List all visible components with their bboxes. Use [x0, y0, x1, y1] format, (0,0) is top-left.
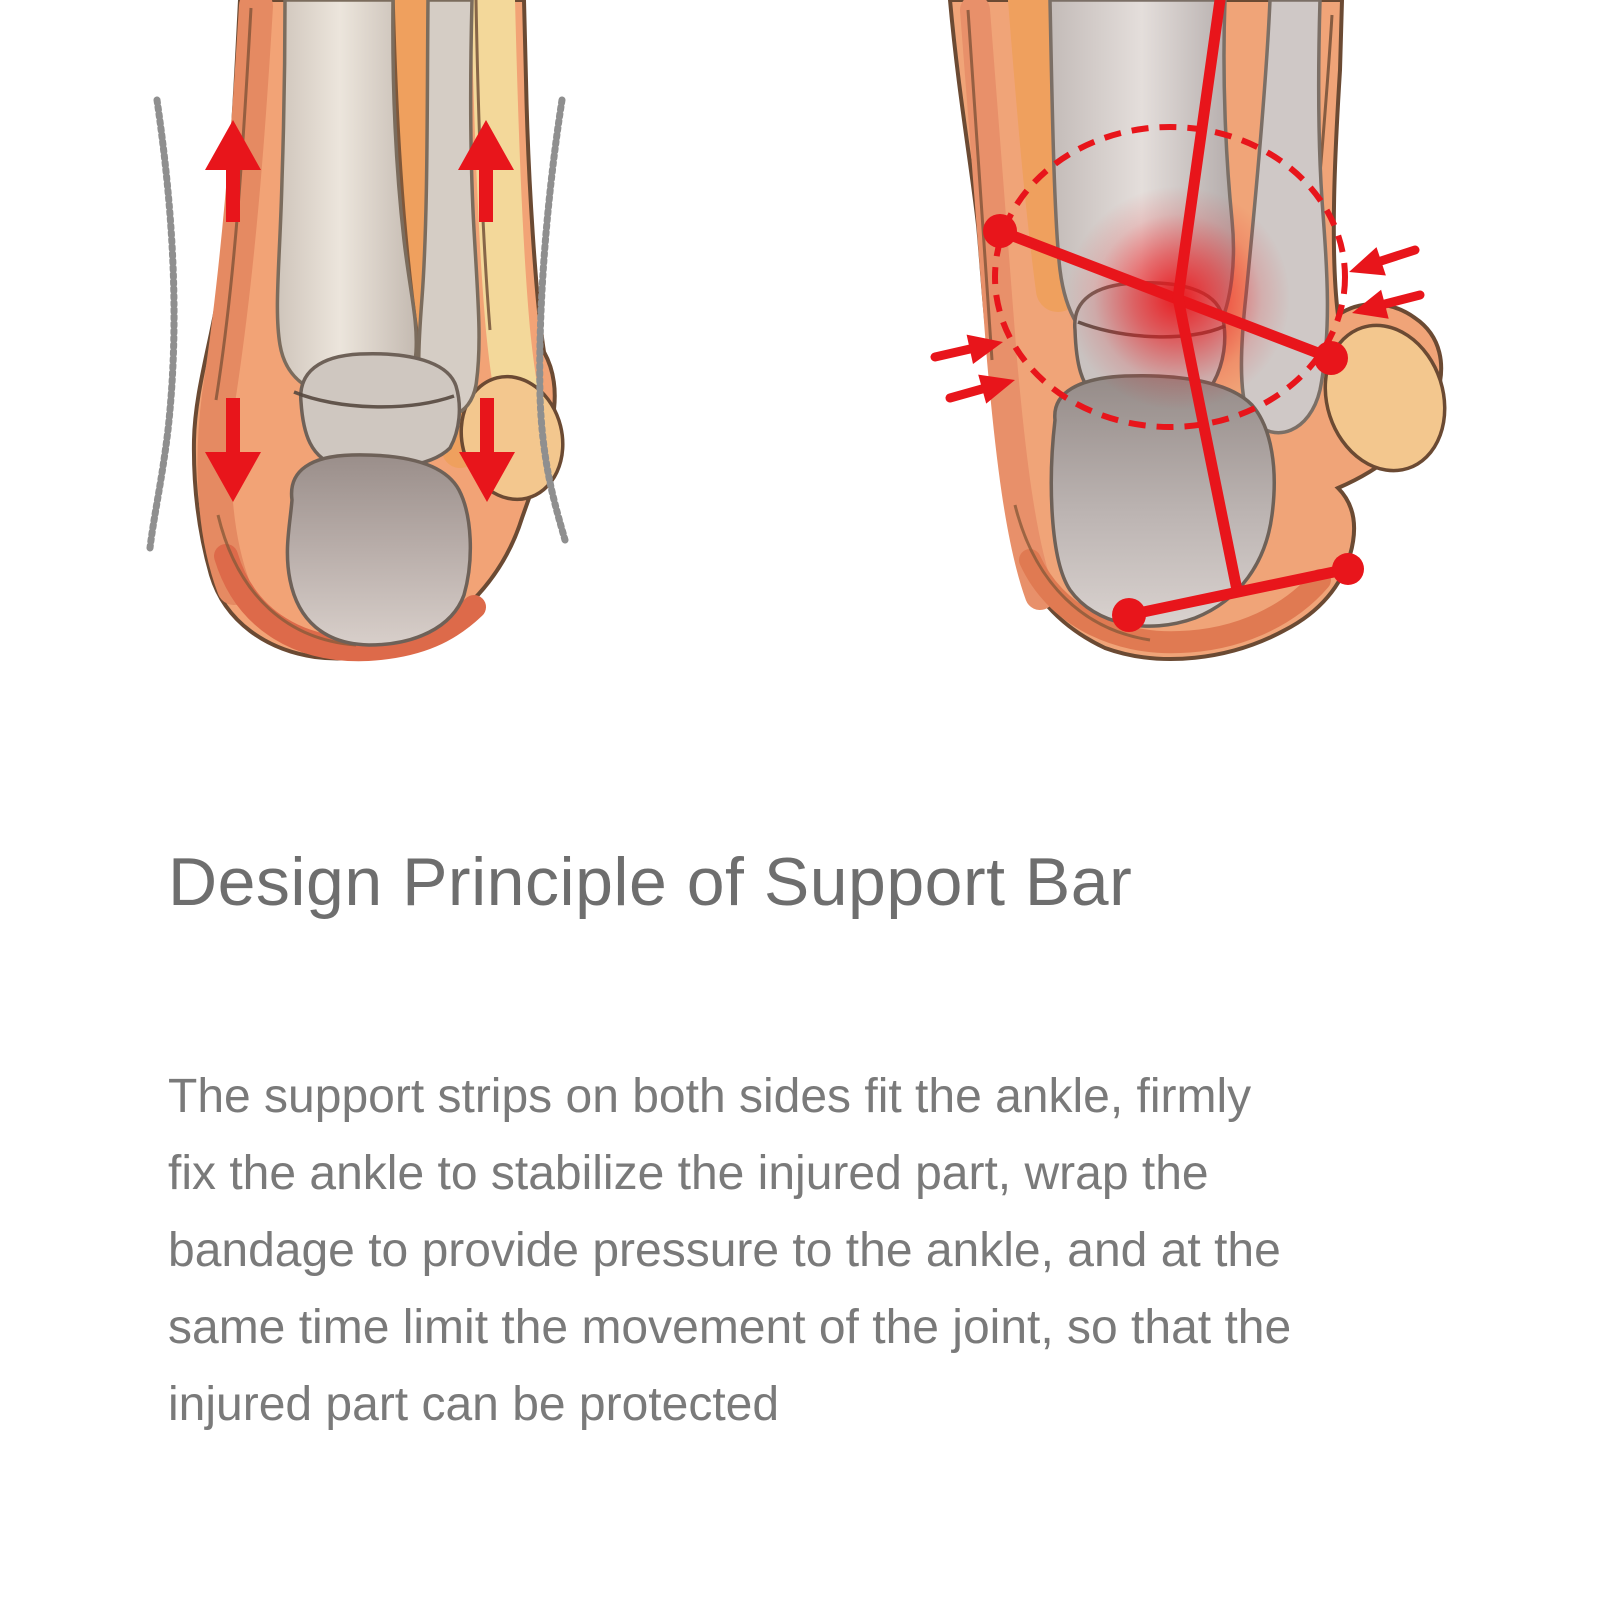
- up-arrow-icon: [458, 120, 514, 222]
- left-calcaneus-bone: [285, 453, 473, 647]
- force-arrows: [205, 120, 515, 502]
- page-title: Design Principle of Support Bar: [168, 844, 1133, 920]
- alignment-dot: [1314, 341, 1348, 375]
- left-fibula-bone: [416, 0, 481, 418]
- left-skin-shading: [197, 0, 273, 605]
- alignment-line: [1172, 0, 1243, 596]
- pressure-annotation: [930, 0, 1425, 632]
- right-lateral-pad: [1323, 323, 1447, 473]
- right-contour-line: [966, 9, 994, 361]
- paragraph-line: bandage to provide pressure to the ankle…: [168, 1224, 1281, 1277]
- alignment-dot: [1112, 598, 1146, 632]
- alignment-line: [994, 225, 1337, 364]
- left-talus-bone: [299, 352, 462, 471]
- down-arrow-icon: [205, 398, 261, 502]
- paragraph-line: same time limit the movement of the join…: [168, 1301, 1292, 1354]
- left-heel-contour: [216, 514, 357, 647]
- inward-arrow-icon: [1349, 245, 1420, 276]
- paragraph-line: fix the ankle to stabilize the injured p…: [168, 1147, 1209, 1200]
- inward-arrow-icon: [930, 334, 1003, 364]
- left-heel-band: [214, 544, 486, 662]
- alignment-dot: [983, 214, 1017, 248]
- right-heel-band: [1019, 549, 1331, 654]
- up-arrow-icon: [205, 120, 261, 222]
- inward-arrow-icon: [945, 374, 1015, 404]
- paragraph-line: injured part can be protected: [168, 1378, 780, 1431]
- right-heel-contour: [1013, 504, 1151, 642]
- figure-injured-ankle: [930, 0, 1447, 661]
- pressure-dashed-circle: [992, 124, 1348, 430]
- figure-ankle-support-strips: [146, 0, 569, 662]
- alignment-dot: [1332, 553, 1364, 585]
- alignment-line: [1123, 563, 1354, 621]
- right-support-strip-wire: [536, 96, 569, 544]
- right-leg-illustration: [930, 0, 1447, 661]
- description-paragraph: The support strips on both sides fit the…: [168, 1058, 1291, 1443]
- left-support-strip-wire: [146, 96, 178, 552]
- alignment-dots: [983, 214, 1364, 632]
- left-joint-line: [293, 390, 455, 409]
- down-arrow-icon: [459, 398, 515, 502]
- left-leg-illustration: [146, 0, 569, 662]
- paragraph-line: The support strips on both sides fit the…: [168, 1070, 1252, 1123]
- inward-arrow-icon: [1352, 289, 1425, 319]
